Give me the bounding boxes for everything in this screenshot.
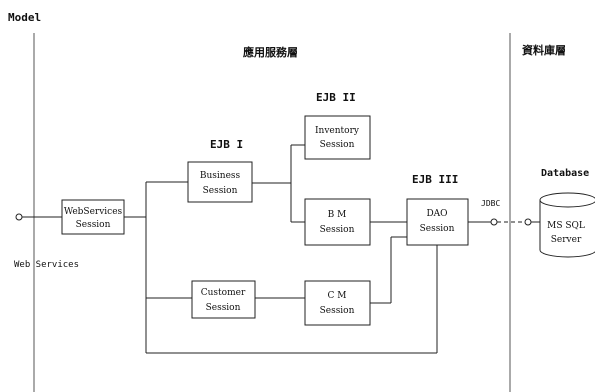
dao-session-box: DAO Session [406,198,469,246]
bm-session-box: B M Session [304,198,371,246]
customer-session-box: Customer Session [191,280,256,319]
database-label: Database [541,168,589,179]
business-session-box: Business Session [187,161,253,203]
bm-line2: Session [320,225,355,235]
database-cylinder: MS SQL Server [539,192,595,258]
ejb2-label: EJB II [316,91,356,104]
bm-line1: B M [328,210,347,220]
customer-line1: Customer [201,288,246,298]
db-endpoint-circle [524,218,532,226]
connectors [15,144,540,354]
ws-endpoint-circle [15,213,23,221]
jdbc-circle [490,218,498,226]
ejb1-label: EJB I [210,138,243,151]
model-title: Model [8,11,41,24]
cm-line1: C M [328,291,347,301]
jdbc-label: JDBC [481,199,500,208]
inventory-line2: Session [320,140,355,150]
webservices-line2: Session [76,220,111,230]
customer-line2: Session [206,303,241,313]
ejb3-label: EJB III [412,173,458,186]
web-services-label: Web Services [14,260,79,270]
business-line1: Business [200,171,241,181]
db-line2: Server [551,235,582,245]
inventory-line1: Inventory [315,126,360,136]
db-layer-label: 資料庫層 [522,43,566,57]
inventory-session-box: Inventory Session [304,115,371,160]
webservices-session-box: WebServices Session [61,199,125,235]
app-layer-label: 應用服務層 [243,45,298,59]
db-line1: MS SQL [547,221,585,231]
webservices-line1: WebServices [64,207,123,217]
business-line2: Session [203,186,238,196]
cm-line2: Session [320,306,355,316]
dao-line1: DAO [426,209,447,219]
dao-line2: Session [420,224,455,234]
cm-session-box: C M Session [304,280,371,326]
